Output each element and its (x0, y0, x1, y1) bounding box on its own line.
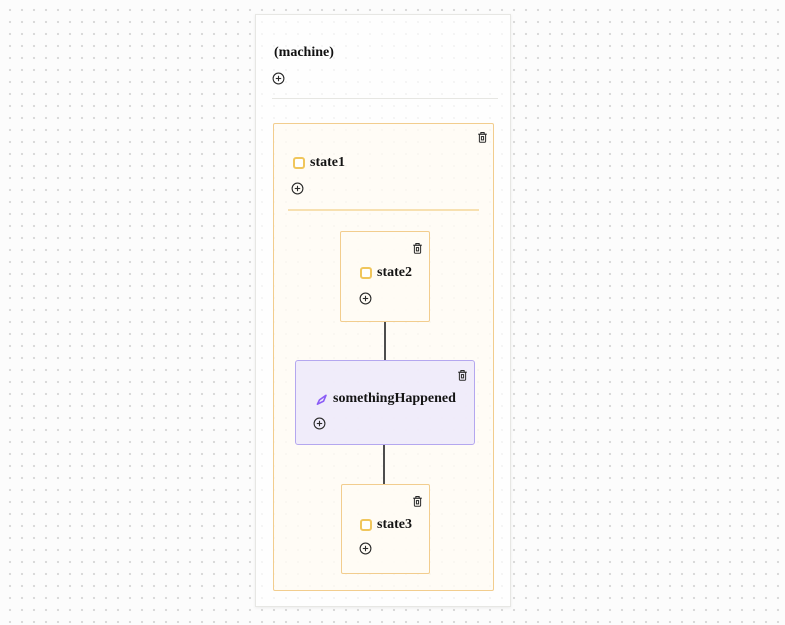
state2-delete-button[interactable] (410, 241, 425, 256)
plus-circle-icon (313, 417, 326, 430)
state-node-state1[interactable]: state1 (273, 123, 494, 591)
state1-title-row: state1 (293, 155, 345, 171)
transition-line-top (384, 322, 386, 360)
state1-add-button[interactable] (290, 181, 305, 196)
state-square-icon (360, 267, 372, 279)
machine-divider (272, 98, 498, 99)
state3-title-row: state3 (360, 517, 412, 533)
state3-delete-button[interactable] (410, 494, 425, 509)
state2-title-row: state2 (360, 265, 412, 281)
state3-add-button[interactable] (358, 541, 373, 556)
plus-circle-icon (291, 182, 304, 195)
event-title-row: somethingHappened (315, 391, 456, 407)
trash-icon (457, 369, 468, 382)
plus-circle-icon (272, 72, 285, 85)
event-arrow-icon (315, 393, 328, 406)
state-node-state3[interactable]: state3 (341, 484, 430, 574)
plus-circle-icon (359, 292, 372, 305)
event-node-somethingHappened[interactable]: somethingHappened (295, 360, 475, 445)
trash-icon (477, 131, 488, 144)
event-add-button[interactable] (312, 416, 327, 431)
state1-divider (288, 209, 479, 211)
state1-label: state1 (310, 155, 345, 170)
state-square-icon (360, 519, 372, 531)
event-label: somethingHappened (333, 391, 456, 406)
trash-icon (412, 242, 423, 255)
transition-line-bottom (383, 445, 385, 484)
machine-title: (machine) (274, 45, 334, 60)
state1-delete-button[interactable] (475, 130, 490, 145)
trash-icon (412, 495, 423, 508)
state3-label: state3 (377, 517, 412, 532)
state-square-icon (293, 157, 305, 169)
state-node-state2[interactable]: state2 (340, 231, 430, 322)
plus-circle-icon (359, 542, 372, 555)
machine-panel[interactable]: (machine) (255, 14, 511, 607)
machine-add-button[interactable] (271, 71, 286, 86)
state2-label: state2 (377, 265, 412, 280)
state2-add-button[interactable] (358, 291, 373, 306)
event-delete-button[interactable] (455, 368, 470, 383)
